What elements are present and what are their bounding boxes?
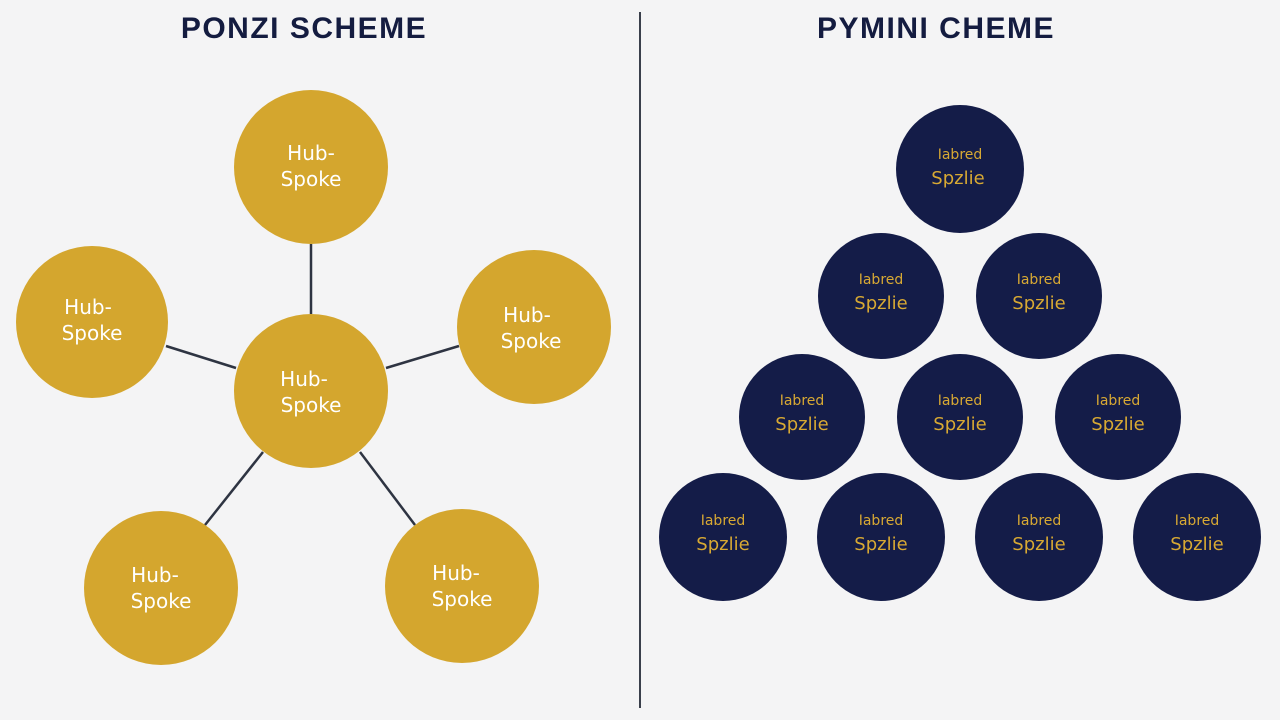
node-label-line1: Hub- [280,367,328,391]
node-label-line2: Spoke [281,167,342,191]
node-label-line1: Iabred [859,272,904,288]
node-label-line2: Spzlie [854,534,907,555]
node-label-line1: Iabred [1175,513,1220,529]
pyramid-node: Iabred Spzlie [976,233,1102,359]
node-label-line2: Spzlie [933,414,986,435]
spoke-connector-right [385,344,460,370]
navy-node-circle [1055,354,1181,480]
ponzi-node-bottom-right: Hub- Spoke [385,509,539,663]
node-label-line1: Hub- [131,563,179,587]
node-label-line1: Iabred [780,393,825,409]
ponzi-node-bottom-left: Hub- Spoke [84,511,238,665]
node-label-line2: Spzlie [775,414,828,435]
pyramid-node: Iabred Spzlie [896,105,1024,233]
pyramid-node: Iabred Spzlie [1055,354,1181,480]
node-label-line2: Spoke [62,321,123,345]
spoke-connectors [165,244,460,526]
node-label-line2: Spzlie [1170,534,1223,555]
navy-node-circle [897,354,1023,480]
navy-node-circle [817,473,945,601]
node-label-line1: Hub- [432,561,480,585]
node-label-line2: Spoke [281,393,342,417]
gold-node-circle [385,509,539,663]
pyramid-row-2: Iabred Spzlie Iabred Spzlie [818,233,1102,359]
node-label-line2: Spzlie [1012,293,1065,314]
navy-node-circle [896,105,1024,233]
node-label-line1: Hub- [287,141,335,165]
spoke-connector-left [165,344,237,370]
navy-node-circle [739,354,865,480]
node-label-line1: Iabred [1017,272,1062,288]
node-label-line2: Spoke [501,329,562,353]
node-label-line2: Spoke [432,587,493,611]
node-label-line2: Spoke [131,589,192,613]
navy-node-circle [975,473,1103,601]
pyramid-node: Iabred Spzlie [659,473,787,601]
pyramid-row-1: Iabred Spzlie [896,105,1024,233]
ponzi-scheme-title: PONZI SCHEME [181,12,427,45]
navy-node-circle [1133,473,1261,601]
pyramid-row-4: Iabred Spzlie Iabred Spzlie Iabred Spzli… [659,473,1261,601]
navy-node-circle [976,233,1102,359]
gold-node-circle [234,314,388,468]
ponzi-node-left: Hub- Spoke [16,246,168,398]
pyramid-node: Iabred Spzlie [897,354,1023,480]
pyramid-node: Iabred Spzlie [818,233,944,359]
node-label-line1: Iabred [701,513,746,529]
navy-node-circle [818,233,944,359]
pyramid-node: Iabred Spzlie [1133,473,1261,601]
gold-node-circle [234,90,388,244]
node-label-line2: Spzlie [1012,534,1065,555]
pyramid-node: Iabred Spzlie [975,473,1103,601]
gold-node-circle [457,250,611,404]
node-label-line2: Spzlie [854,293,907,314]
gold-node-circle [16,246,168,398]
node-label-line1: Iabred [1017,513,1062,529]
pyramid-node: Iabred Spzlie [739,354,865,480]
spoke-connector-bottom-right [359,451,416,526]
node-label-line1: Hub- [503,303,551,327]
node-label-line1: Iabred [859,513,904,529]
node-label-line1: Hub- [64,295,112,319]
ponzi-node-right: Hub- Spoke [457,250,611,404]
node-label-line1: Iabred [1096,393,1141,409]
pyramid-scheme-title: PYMINI CHEME [817,12,1055,45]
ponzi-node-top: Hub- Spoke [234,90,388,244]
pyramid-row-3: Iabred Spzlie Iabred Spzlie Iabred Spzli… [739,354,1181,480]
node-label-line2: Spzlie [1091,414,1144,435]
node-label-line2: Spzlie [931,168,984,189]
spoke-connector-bottom-left [204,451,264,526]
navy-node-circle [659,473,787,601]
pyramid-node: Iabred Spzlie [817,473,945,601]
node-label-line1: Iabred [938,147,983,163]
node-label-line2: Spzlie [696,534,749,555]
node-label-line1: Iabred [938,393,983,409]
ponzi-node-center-hub: Hub- Spoke [234,314,388,468]
gold-node-circle [84,511,238,665]
